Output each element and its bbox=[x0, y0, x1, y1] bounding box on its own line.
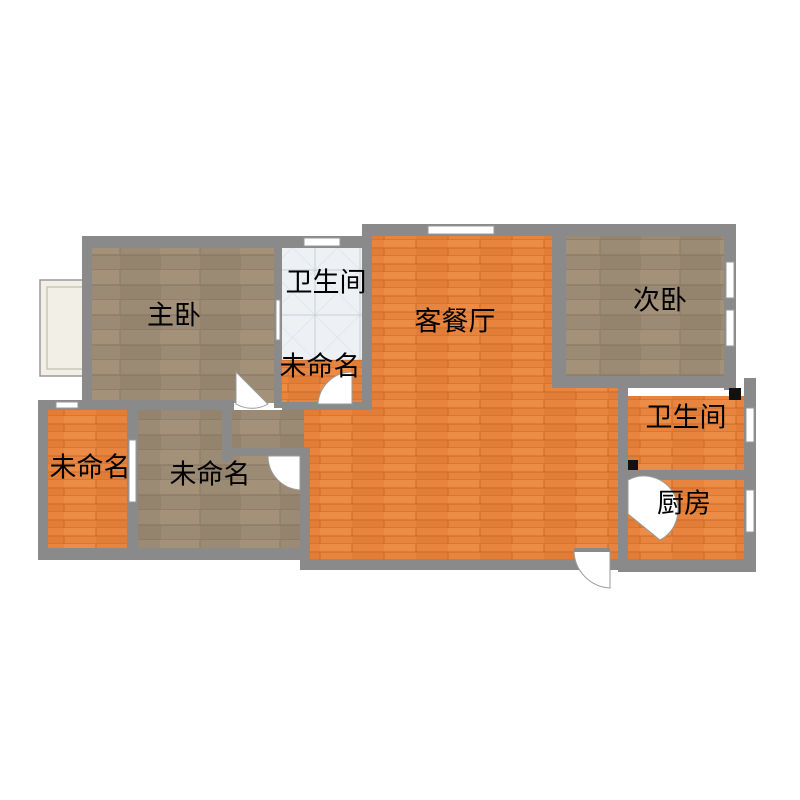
window-second-bedroom-2 bbox=[725, 309, 735, 347]
label-master-bedroom: 主卧 bbox=[147, 301, 201, 332]
door-kitchen bbox=[627, 475, 679, 541]
living-dining-floor bbox=[232, 236, 618, 560]
window-master-bath-partition bbox=[275, 299, 281, 341]
label-unnamed-corridor: 未命名 bbox=[280, 352, 361, 383]
bathroom-right-floor bbox=[628, 396, 744, 470]
door-slab-entrance bbox=[574, 548, 610, 552]
door-unnamed-middle bbox=[267, 455, 301, 491]
label-bathroom-right: 卫生间 bbox=[646, 403, 727, 434]
windows bbox=[55, 225, 755, 533]
doors bbox=[235, 370, 679, 589]
master-bedroom-floor bbox=[92, 248, 274, 403]
window-living-top bbox=[427, 225, 495, 235]
window-bathroom-right bbox=[745, 407, 755, 443]
unnamed-left-floor bbox=[45, 410, 127, 548]
label-unnamed-middle: 未命名 bbox=[170, 460, 251, 491]
window-kitchen bbox=[745, 489, 755, 533]
label-kitchen: 厨房 bbox=[657, 489, 711, 520]
balcony bbox=[39, 279, 85, 377]
label-unnamed-left: 未命名 bbox=[50, 453, 131, 484]
bathroom-top-floor bbox=[282, 248, 362, 360]
door-corridor bbox=[317, 371, 353, 405]
second-bedroom-floor bbox=[566, 236, 724, 376]
label-bathroom-top: 卫生间 bbox=[286, 268, 367, 299]
door-entrance bbox=[573, 549, 611, 589]
window-unnamed-left bbox=[55, 401, 79, 409]
label-living-dining: 客餐厅 bbox=[415, 307, 496, 338]
door-master-bedroom bbox=[235, 370, 269, 409]
window-second-bedroom-1 bbox=[725, 261, 735, 299]
pipe-shafts bbox=[628, 388, 741, 470]
label-second-bedroom: 次卧 bbox=[633, 286, 687, 317]
window-bathroom-top bbox=[303, 237, 341, 247]
window-left-partition bbox=[128, 439, 137, 503]
